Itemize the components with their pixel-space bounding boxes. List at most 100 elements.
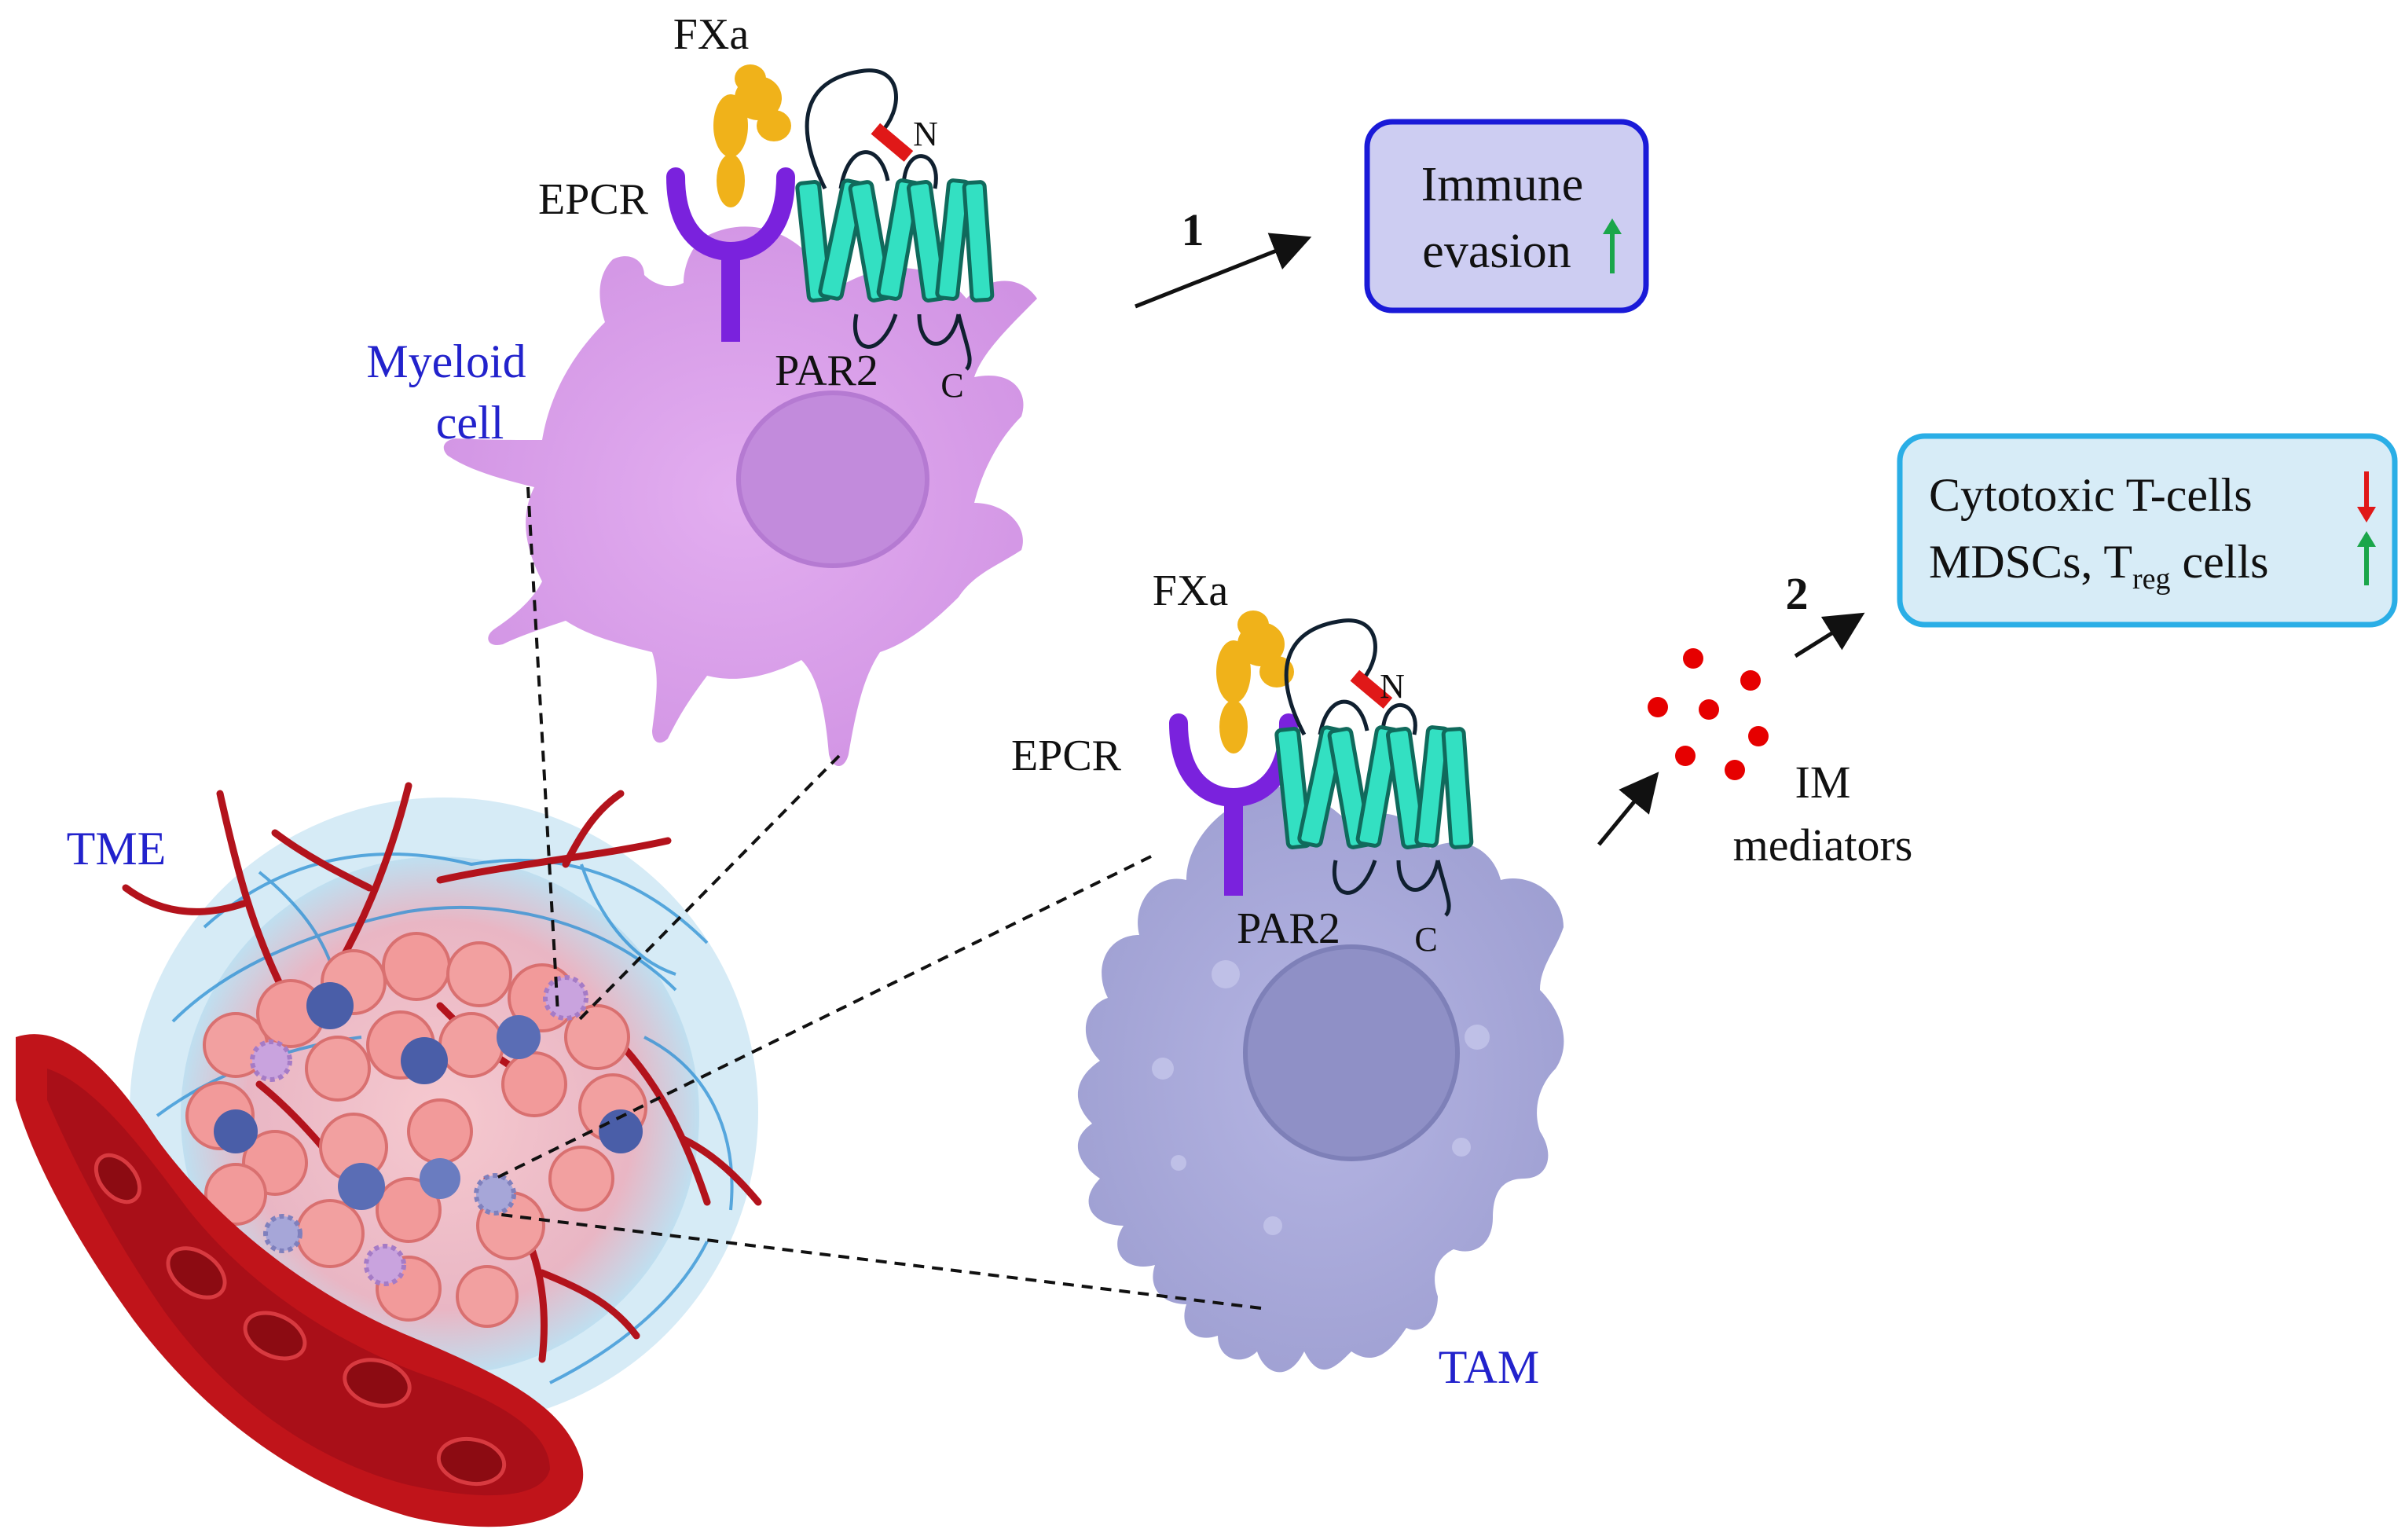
tam-cell	[1077, 786, 1564, 1373]
mediator-dot	[1648, 697, 1668, 717]
blood-vessel	[16, 1034, 584, 1527]
mediator-dot	[1725, 760, 1745, 780]
myeloid-cell-nucleus	[736, 390, 929, 568]
receptor-complex-bottom	[1169, 610, 1474, 917]
connector-tam-bottom	[494, 1212, 1262, 1310]
cytotoxic-t-cells-label: Cytotoxic T-cells	[1929, 469, 2253, 521]
c-terminus-label-bottom: C	[1414, 920, 1437, 959]
tumor-cell	[305, 1036, 371, 1102]
par2-cleavage-site	[1350, 669, 1393, 709]
tumor-cell	[501, 1051, 567, 1117]
lymphocyte	[497, 1015, 541, 1059]
n-terminus-label-bottom: N	[1380, 667, 1405, 706]
step-1-label: 1	[1182, 204, 1204, 255]
lymphocyte	[420, 1158, 460, 1199]
red-blood-cell	[436, 1436, 507, 1487]
myeloid-cell	[443, 226, 1037, 767]
par2-loops	[1284, 618, 1451, 917]
tam-vesicles	[1152, 960, 1490, 1235]
tumor-cell	[438, 1012, 504, 1078]
par2-receptor	[1274, 618, 1474, 917]
arrow-step-1	[1135, 233, 1312, 309]
tumor-cell	[548, 1146, 614, 1212]
im-mediators-label-line2: mediators	[1733, 820, 1913, 871]
myeloid-cell-label-line1: Myeloid	[366, 336, 526, 387]
zoom-connectors	[494, 486, 1262, 1310]
immune-evasion-line1: Immune	[1421, 158, 1584, 211]
epcr-label-bottom: EPCR	[1011, 732, 1122, 780]
mediator-dot	[1740, 670, 1761, 691]
myeloid-cell-small	[364, 1244, 406, 1286]
arrow-step-2	[1794, 612, 1865, 658]
up-arrow-icon	[2357, 531, 2376, 585]
connector-myeloid-left	[526, 486, 559, 1014]
fxa-protein	[713, 64, 791, 207]
lymphocyte	[338, 1163, 385, 1210]
down-arrow-icon	[2357, 471, 2376, 522]
tumor-cell	[376, 1177, 442, 1243]
myeloid-cell-label-line2: cell	[436, 397, 504, 449]
im-mediator-dots	[1648, 648, 1769, 780]
tam-cell-small	[474, 1173, 516, 1216]
par2-cleavage-site	[871, 123, 914, 162]
lymphocyte	[214, 1109, 258, 1153]
tam-cell-nucleus	[1243, 944, 1460, 1161]
mdscs-treg-prefix: MDSCs, T	[1929, 536, 2132, 588]
pathway-arrows	[1135, 233, 1865, 846]
fxa-label-top: FXa	[673, 10, 750, 59]
par2-loops	[805, 68, 972, 371]
red-blood-cell	[93, 1153, 142, 1204]
lymphocyte	[401, 1037, 448, 1084]
treg-subscript: reg	[2132, 563, 2171, 596]
tam-cell-small	[263, 1214, 302, 1253]
par2-helices	[795, 178, 995, 302]
immune-evasion-box: Immune evasion	[1364, 119, 1649, 314]
epcr-stem	[721, 251, 740, 342]
c-terminus-label-top: C	[940, 366, 963, 405]
lymphocyte	[599, 1109, 643, 1153]
myeloid-cell-small	[250, 1040, 292, 1082]
mediator-dot	[1683, 648, 1703, 669]
receptor-complex-top	[666, 64, 995, 371]
tumor-cell	[204, 1163, 267, 1226]
lymphocyte	[306, 982, 354, 1029]
cell-populations-box-frame	[1897, 433, 2398, 628]
epcr-stem	[1224, 798, 1243, 896]
par2-label-top: PAR2	[775, 346, 878, 395]
tumor-cell	[295, 1199, 365, 1268]
tumor-cell	[456, 1265, 519, 1328]
red-blood-cell	[343, 1358, 412, 1408]
n-terminus-label-top: N	[913, 115, 938, 153]
par2-label-bottom: PAR2	[1237, 904, 1340, 953]
mdscs-treg-label: MDSCs, Treg cells	[1929, 536, 2268, 596]
blood-vessel-lumen	[47, 1069, 550, 1496]
arrow-to-mediators	[1597, 772, 1659, 846]
connector-tam-top	[494, 855, 1152, 1180]
epcr-label-top: EPCR	[538, 175, 649, 224]
fxa-protein	[1216, 610, 1294, 754]
tam-label: TAM	[1439, 1341, 1540, 1393]
tumor-cells	[185, 932, 647, 1328]
tme-label: TME	[67, 823, 167, 874]
immune-evasion-line2: evasion	[1422, 225, 1571, 278]
par2-helices	[1274, 725, 1474, 849]
mediator-dot	[1675, 746, 1696, 766]
mediator-dot	[1748, 726, 1769, 746]
immune-evasion-box-frame	[1364, 119, 1649, 314]
tumor-cell	[446, 941, 512, 1007]
step-2-label: 2	[1786, 568, 1809, 619]
red-blood-cell	[166, 1246, 227, 1300]
up-arrow-icon	[1603, 218, 1622, 273]
fxa-label-bottom: FXa	[1153, 566, 1229, 615]
myeloid-cell-small	[543, 975, 588, 1021]
im-mediators-label-line1: IM	[1795, 757, 1851, 808]
par2-receptor	[795, 68, 995, 371]
cell-populations-box: Cytotoxic T-cells MDSCs, Treg cells	[1897, 433, 2398, 628]
mdscs-treg-suffix: cells	[2171, 536, 2269, 588]
tumor-cell	[382, 932, 451, 1001]
red-blood-cell	[243, 1311, 307, 1361]
tumor-cell	[564, 1004, 630, 1070]
tumor-cell	[407, 1098, 473, 1164]
connector-myeloid-right	[576, 754, 841, 1023]
